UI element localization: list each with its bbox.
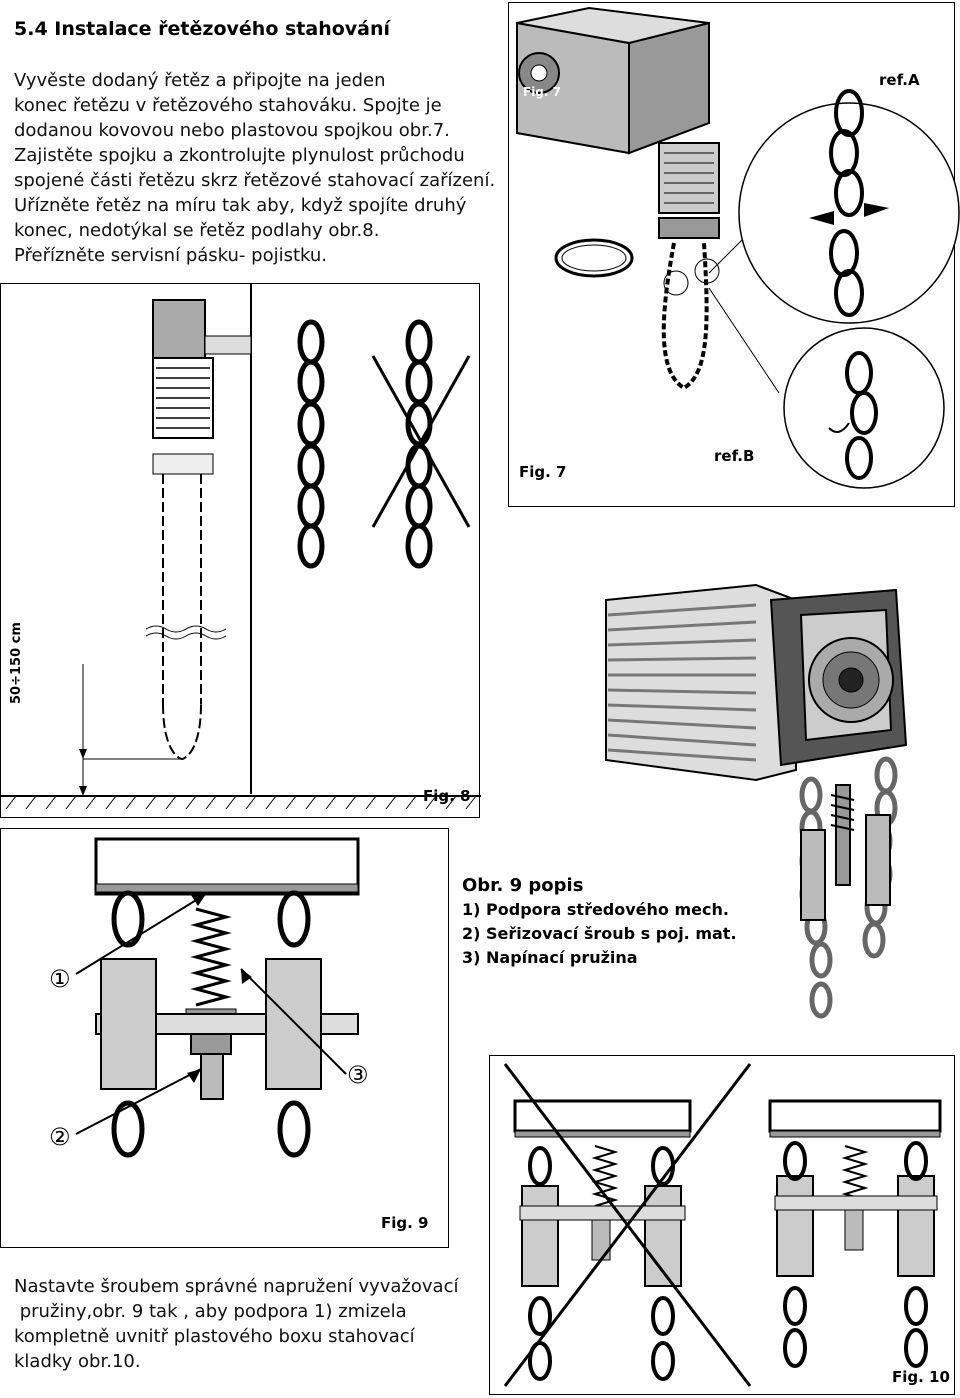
section-heading: 5.4 Instalace řetězového stahování <box>14 18 391 40</box>
instruction-line: dodanou kovovou nebo plastovou spojkou o… <box>14 120 450 141</box>
marker-3: ③ <box>347 1061 369 1089</box>
figure-10-label: Fig. 10 <box>892 1368 950 1386</box>
figure-10-drawing <box>503 1063 942 1387</box>
closing-line: kladky obr.10. <box>14 1351 141 1372</box>
legend-item: 3) Napínací pružina <box>462 948 638 967</box>
figure-9: ① ② ③ Fig. 9 <box>0 828 449 1248</box>
marker-1: ① <box>49 965 71 993</box>
instruction-line: Zajistěte spojku a zkontrolujte plynulos… <box>14 145 465 166</box>
figure-7-ref-a: ref.A <box>879 71 920 89</box>
figure-8-dimension: 50÷150 cm <box>9 622 24 704</box>
figure-7-drawing <box>516 6 960 489</box>
figure-7: Fig. 7 ref.A ref.B Fig. 7 <box>508 2 960 507</box>
instruction-line: konec řetězu v řetězového stahováku. Spo… <box>14 95 442 116</box>
closing-line: pružiny,obr. 9 tak , aby podpora 1) zmiz… <box>14 1301 407 1322</box>
instructions-paragraph: Vyvěste dodaný řetěz a připojte na jeden… <box>14 68 514 268</box>
legend-item: 1) Podpora středového mech. <box>462 900 729 919</box>
figure-7-label: Fig. 7 <box>519 463 567 481</box>
figure-8: 50÷150 cm Fig. 8 <box>0 283 481 818</box>
figure-7-label-small: Fig. 7 <box>523 85 561 99</box>
instruction-line: spojené části řetězu skrz řetězové staho… <box>14 170 496 191</box>
figure-8-drawing <box>1 284 481 810</box>
figure-8-label: Fig. 8 <box>423 787 471 805</box>
legend-item: 2) Seřizovací šroub s poj. mat. <box>462 924 737 943</box>
marker-2: ② <box>49 1123 71 1151</box>
instruction-line: Uřízněte řetěz na míru tak aby, když spo… <box>14 195 467 216</box>
instruction-line: Přeřízněte servisní pásku- pojistku. <box>14 245 328 266</box>
instruction-line: konec, nedotýkal se řetěz podlahy obr.8. <box>14 220 380 241</box>
closing-paragraph: Nastavte šroubem správné napružení vyvaž… <box>14 1274 484 1374</box>
figure-9-legend: Obr. 9 popis 1) Podpora středového mech.… <box>462 874 737 970</box>
closing-line: Nastavte šroubem správné napružení vyvaž… <box>14 1276 459 1297</box>
figure-9-motor-drawing <box>605 583 908 1019</box>
instruction-line: Vyvěste dodaný řetěz a připojte na jeden <box>14 70 386 91</box>
legend-title: Obr. 9 popis <box>462 875 584 896</box>
figure-9-drawing <box>75 837 360 1158</box>
closing-line: kompletně uvnitř plastového boxu stahova… <box>14 1326 415 1347</box>
figure-9-label: Fig. 9 <box>381 1214 429 1232</box>
figure-7-ref-b: ref.B <box>714 447 755 465</box>
figure-10: Fig. 10 <box>489 1055 955 1395</box>
